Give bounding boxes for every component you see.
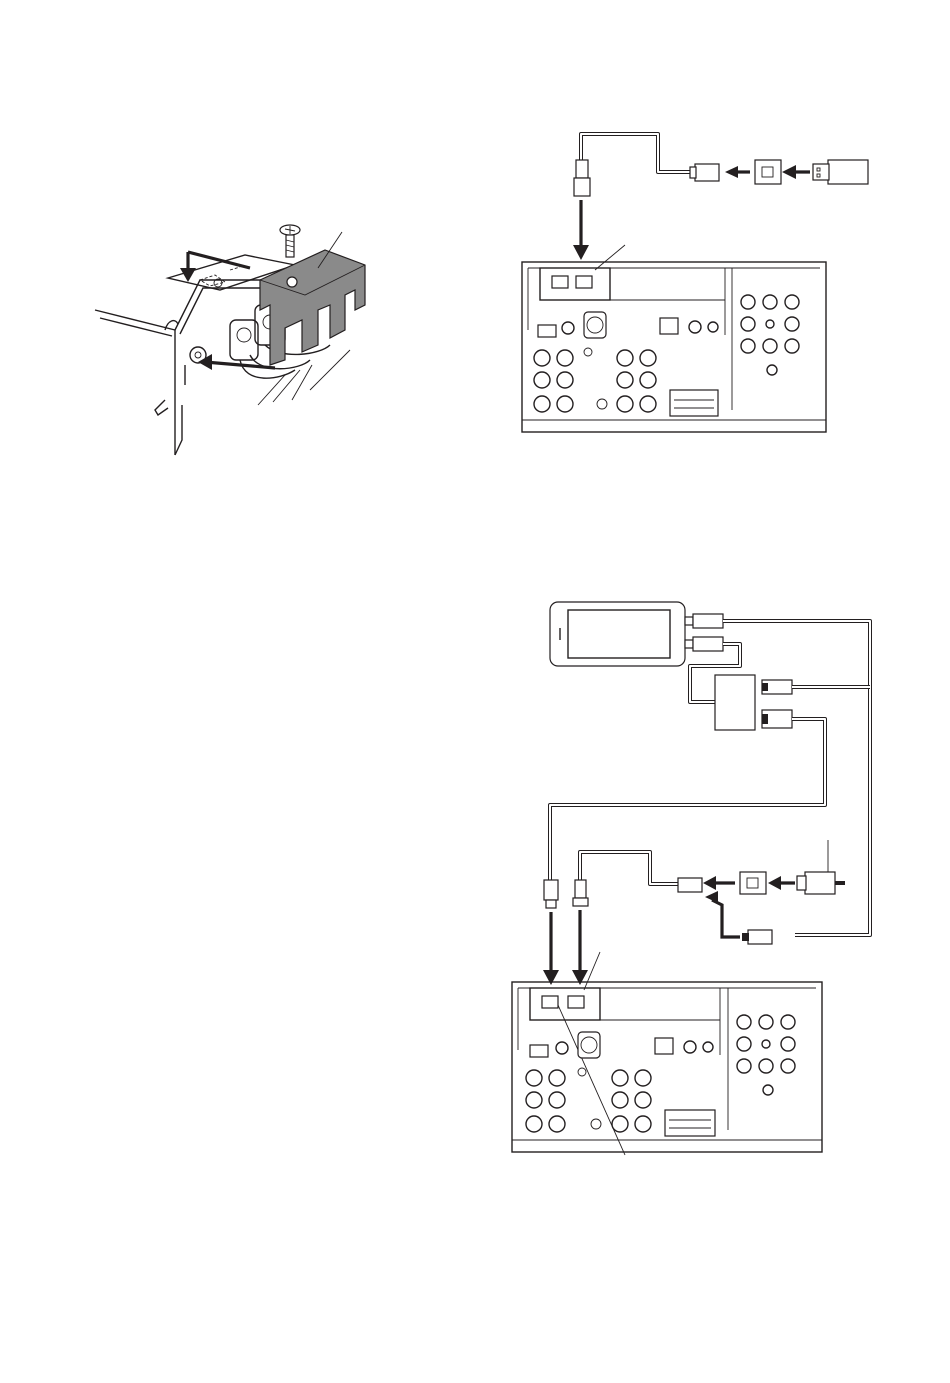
down-arrow-icon — [572, 970, 588, 985]
screw-icon — [280, 225, 300, 257]
av-adapter-box — [715, 675, 755, 730]
chassis-panel — [95, 280, 270, 455]
usb-cable-icon — [574, 134, 719, 196]
iphone-connection-figure — [500, 590, 900, 1170]
usb-connection-drawing — [510, 120, 880, 440]
grid-circles — [737, 1015, 795, 1095]
rca-jacks — [526, 1068, 651, 1132]
left-arrow-icon — [782, 165, 796, 179]
bracket-mounting-figure — [80, 210, 380, 460]
adapter-outputs — [762, 680, 792, 728]
leader-line — [558, 1005, 625, 1155]
head-unit-rear-panel — [512, 982, 822, 1152]
usb-connection-figure — [510, 120, 880, 440]
down-arrow-icon — [543, 970, 559, 985]
left-arrow-icon — [198, 354, 275, 370]
left-arrow-icon — [725, 166, 738, 178]
leader-line — [595, 245, 625, 270]
iphone-connection-drawing — [500, 590, 900, 1170]
left-arrow-icon — [703, 876, 716, 890]
usb-adapter — [755, 160, 781, 184]
grid-circles — [741, 295, 799, 375]
bracket-mounting-drawing — [80, 210, 380, 460]
usb-plug-icon — [797, 872, 845, 894]
hdmi-cable — [550, 719, 825, 880]
unit-side-plugs — [544, 878, 702, 908]
usb-cable-icon — [580, 852, 678, 884]
cable-clamp-bracket — [260, 250, 365, 365]
rca-jacks — [534, 348, 656, 412]
usb-adapter — [740, 872, 766, 894]
lightning-plugs — [685, 614, 723, 651]
left-arrow-icon — [768, 876, 781, 890]
usb-flash-drive-icon — [813, 160, 868, 184]
down-arrow-icon — [573, 245, 589, 260]
iphone-icon — [550, 602, 685, 666]
lightning-plug — [748, 930, 772, 944]
head-unit-rear-panel — [522, 262, 826, 432]
